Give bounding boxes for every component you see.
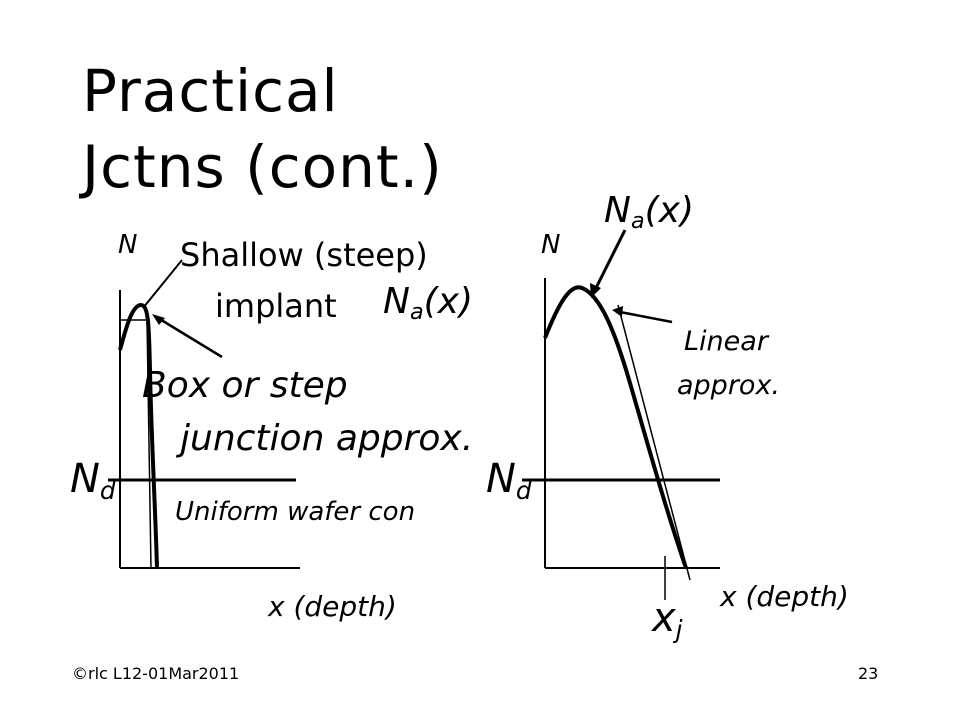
left-box-approx	[120, 319, 152, 569]
left-shallow-arrow	[142, 259, 183, 309]
linear-label-line2: approx.	[677, 370, 781, 401]
footer-text: ©rlc L12-01Mar2011	[72, 664, 240, 683]
right-x-axis-label: x (depth)	[720, 580, 849, 613]
left-na-arg: (x)	[423, 281, 474, 322]
right-na-main: N	[604, 190, 631, 231]
right-nd-sub: d	[515, 475, 532, 505]
box-label-line2: junction approx.	[180, 418, 474, 459]
right-nd-label: Nd	[486, 456, 532, 505]
shallow-label-line2: implant	[215, 287, 337, 325]
right-nd-main: N	[486, 456, 516, 502]
left-na-sub: a	[409, 299, 424, 326]
linear-label-line1: Linear	[684, 326, 768, 357]
xj-main: x	[652, 595, 676, 641]
right-diagram-graphics	[522, 229, 720, 600]
left-nd-sub: d	[99, 475, 116, 505]
left-nd-main: N	[70, 456, 100, 502]
xj-label: xj	[652, 595, 683, 644]
right-linear-arrow	[619, 310, 673, 324]
right-na-curve	[543, 285, 688, 569]
right-na-sub: a	[630, 208, 645, 235]
right-na-arrow	[592, 229, 627, 293]
left-x-axis-label: x (depth)	[268, 590, 397, 623]
slide-title-line1: Practical	[82, 57, 339, 125]
box-label-line1: Box or step	[142, 365, 348, 406]
left-na-curve	[118, 302, 159, 569]
left-y-axis-label: N	[118, 230, 138, 260]
left-diagram-graphics	[108, 259, 300, 569]
left-na-main: N	[383, 281, 410, 322]
right-linear-arrowhead	[612, 306, 623, 317]
right-na-label: Na(x)	[604, 190, 694, 234]
xj-sub: j	[675, 614, 683, 644]
slide-title-line2: Jctns (cont.)	[82, 133, 443, 201]
uniform-label: Uniform wafer con	[175, 497, 416, 527]
right-y-axis-label: N	[541, 230, 561, 260]
right-na-arrowhead	[590, 283, 601, 298]
right-na-arg: (x)	[644, 190, 695, 231]
left-nd-label: Nd	[70, 456, 116, 505]
page-number: 23	[858, 664, 879, 683]
right-linear-approx	[617, 304, 691, 581]
shallow-label-line1: Shallow (steep)	[180, 236, 428, 274]
left-na-label: Na(x)	[383, 281, 473, 325]
left-box-arrowhead	[152, 314, 165, 325]
left-box-arrow	[157, 316, 223, 359]
